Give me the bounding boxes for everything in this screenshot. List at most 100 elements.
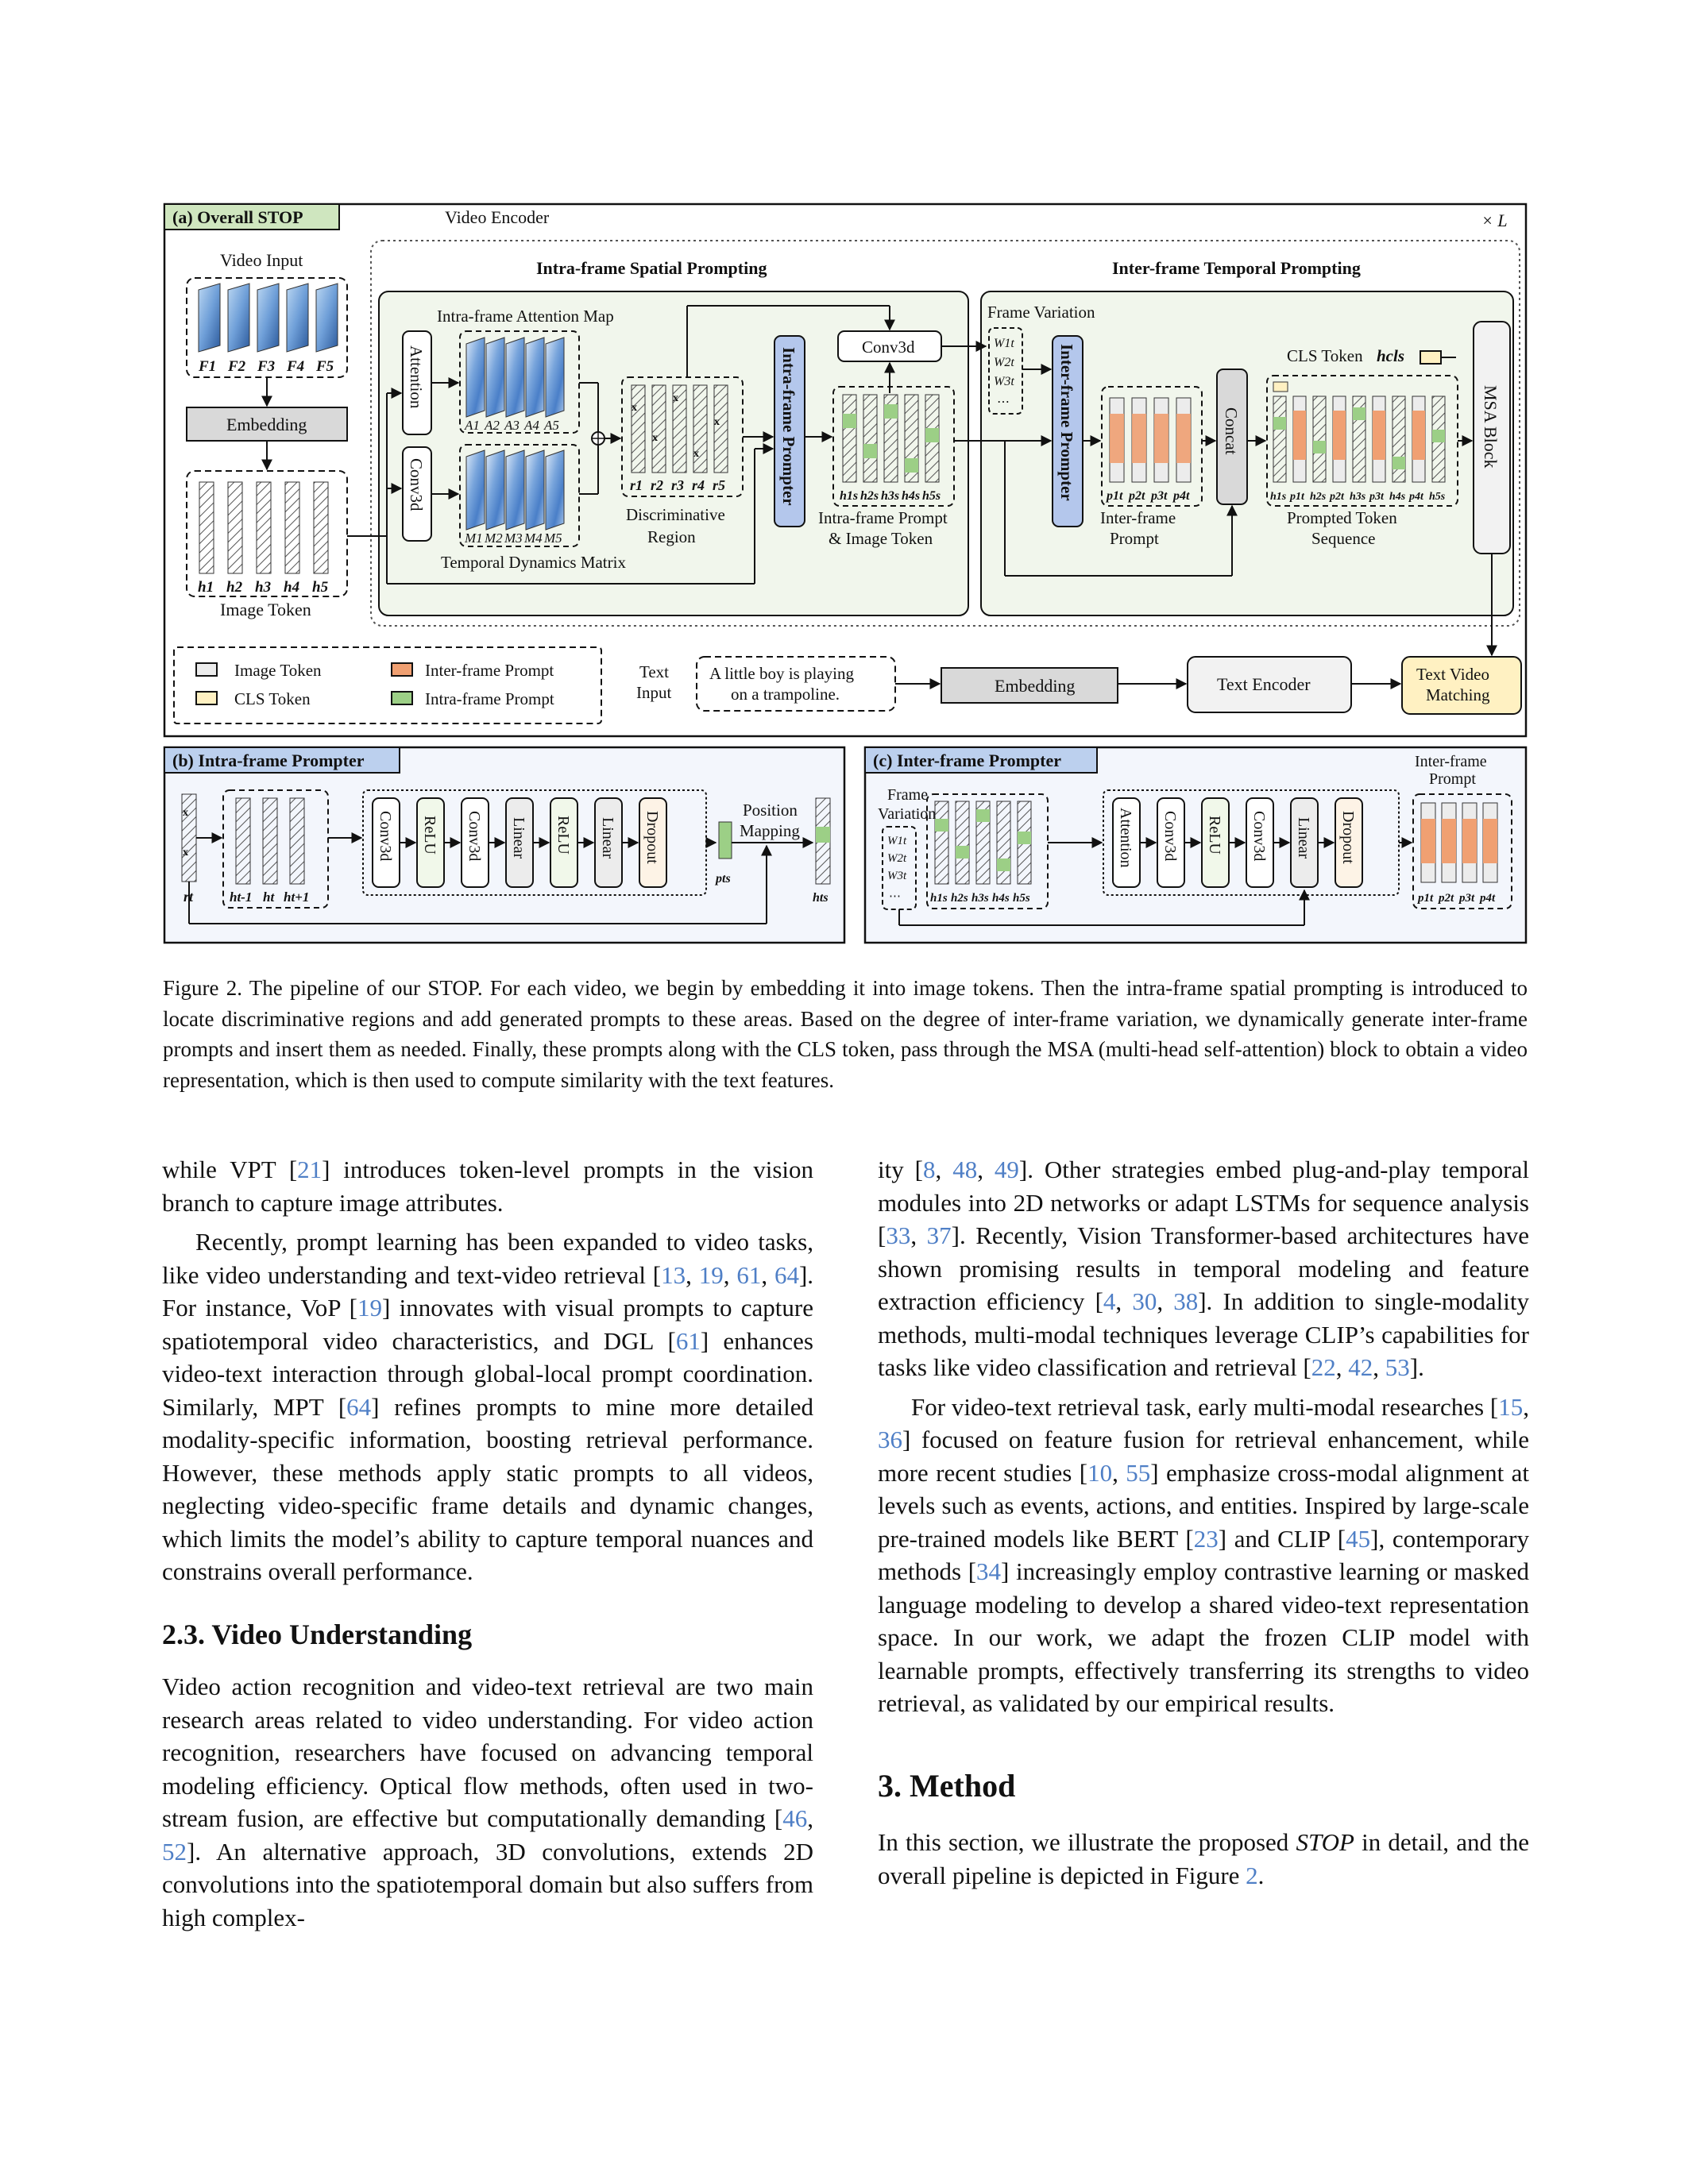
svg-text:A1: A1 [464,418,480,433]
svg-text:Input: Input [636,683,671,702]
svg-text:W2t: W2t [994,356,1014,369]
citation-link[interactable]: 42 [1348,1353,1373,1381]
svg-text:Prompt: Prompt [1429,770,1476,788]
svg-text:p3t: p3t [1458,892,1475,905]
svg-text:Text: Text [639,662,669,681]
citation-link[interactable]: 49 [994,1156,1019,1183]
inter-prompter-box: Inter-frame Prompter [1057,344,1076,501]
citation-link[interactable]: 15 [1498,1392,1524,1421]
inter-frame-prompts: p1t p2t p3t p4t [1105,397,1192,503]
citation-link[interactable]: 38 [1173,1287,1199,1315]
svg-text:h5: h5 [312,579,329,596]
svg-text:hcls: hcls [1377,346,1404,365]
panel-b-title: (b) Intra-frame Prompter [172,751,365,770]
citation-link[interactable]: 64 [346,1392,372,1421]
frame-variation-label: Frame Variation [987,303,1095,322]
citation-link[interactable]: 22 [1311,1353,1336,1381]
svg-text:Conv3d: Conv3d [377,811,394,861]
svg-text:W3t: W3t [887,870,907,882]
paragraph: Recently, prompt learning has been expan… [162,1228,814,1585]
svg-text:Position: Position [743,801,798,820]
svg-text:p4t: p4t [1172,489,1190,503]
inter-prompter-layers: Attention Conv3d ReLU Conv3d Linear Drop… [1112,797,1363,888]
svg-text:W2t: W2t [887,852,907,865]
svg-text:Frame: Frame [887,786,928,804]
svg-text:h5s: h5s [922,489,941,503]
svg-text:ht: ht [263,889,275,905]
svg-text:h3: h3 [255,579,271,596]
svg-text:h2s: h2s [1310,491,1327,503]
svg-text:CLS Token: CLS Token [234,689,311,708]
citation-link[interactable]: 61 [736,1260,762,1289]
citation-link[interactable]: 19 [698,1260,724,1289]
svg-text:A3: A3 [504,418,520,433]
svg-text:F4: F4 [286,358,304,375]
citation-link[interactable]: 33 [886,1221,911,1249]
citation-link[interactable]: 34 [976,1557,1002,1585]
svg-text:x: x [714,416,720,428]
citation-link[interactable]: 46 [782,1804,808,1832]
svg-text:F1: F1 [198,358,216,375]
section-heading: 3. Method [878,1767,1016,1804]
citation-link[interactable]: 19 [357,1294,383,1322]
paragraph: while VPT [21] introduces token-level pr… [162,1156,814,1217]
legend [173,646,602,724]
citation-link[interactable]: 48 [952,1156,978,1183]
citation-link[interactable]: 8 [923,1156,936,1183]
figure-link[interactable]: 2 [1246,1861,1258,1889]
svg-text:& Image Token: & Image Token [829,529,933,548]
intra-prompter-layers: Conv3d ReLU Conv3d Linear ReLU Linear Dr… [372,797,667,888]
svg-text:p1t: p1t [1105,489,1123,503]
svg-text:Attention: Attention [1117,808,1134,868]
citation-link[interactable]: 64 [774,1260,799,1289]
svg-text:ReLU: ReLU [1206,816,1223,855]
svg-text:h2s: h2s [860,489,879,503]
citation-link[interactable]: 45 [1346,1524,1371,1553]
svg-text:Inter-frame: Inter-frame [1100,508,1176,527]
svg-text:on a trampoline.: on a trampoline. [731,685,840,704]
svg-text:Prompt: Prompt [1110,529,1159,548]
citation-link[interactable]: 23 [1193,1524,1219,1553]
svg-text:p2t: p2t [1127,489,1145,503]
figure-caption: Figure 2. The pipeline of our STOP. For … [163,976,1528,1092]
citation-link[interactable]: 4 [1103,1287,1116,1315]
svg-text:r4: r4 [692,477,705,493]
citation-link[interactable]: 55 [1126,1458,1151,1487]
svg-text:Dropout: Dropout [643,811,661,864]
citation-link[interactable]: 37 [926,1221,952,1249]
attention-maps: A1 A2 A3 A4 A5 [464,337,565,433]
svg-text:Conv3d: Conv3d [1161,811,1179,861]
svg-text:p1t: p1t [1416,892,1434,905]
svg-text:Intra-frame Prompt: Intra-frame Prompt [425,689,554,708]
svg-text:M2: M2 [484,531,503,546]
svg-text:Sequence: Sequence [1311,529,1375,548]
svg-text:ht+1: ht+1 [284,889,309,905]
text-embedding-box: Embedding [995,676,1075,696]
svg-text:ReLU: ReLU [421,816,438,855]
citation-link[interactable]: 13 [661,1260,686,1289]
svg-text:x: x [183,807,188,819]
citation-link[interactable]: 52 [162,1837,187,1866]
citation-link[interactable]: 53 [1385,1353,1410,1381]
discriminative-regions: x x x x x r1 r2 r3 r4 r5 [630,384,728,493]
citation-link[interactable]: 21 [297,1156,323,1183]
image-tokens: h1 h2 h3 h4 h5 [198,481,329,596]
svg-text:W3t: W3t [994,375,1014,388]
intra-section-title: Intra-frame Spatial Prompting [536,258,767,278]
svg-text:p4t: p4t [1478,892,1496,905]
svg-text:Region: Region [647,527,696,546]
citation-link[interactable]: 30 [1132,1287,1157,1315]
conv3d-top-box: Conv3d [862,338,915,357]
embedding-box: Embedding [226,415,307,434]
citation-link[interactable]: 10 [1087,1458,1113,1487]
svg-text:h4s: h4s [1389,491,1406,503]
video-encoder-label: Video Encoder [445,207,550,227]
paragraph: In this section, we illustrate the propo… [878,1828,1529,1889]
citation-link[interactable]: 61 [675,1326,701,1355]
svg-text:x: x [183,847,188,859]
svg-text:x: x [673,392,678,404]
svg-text:M3: M3 [504,531,523,546]
svg-text:h1s: h1s [930,892,948,905]
svg-text:Mapping: Mapping [740,821,800,840]
citation-link[interactable]: 36 [878,1426,902,1453]
